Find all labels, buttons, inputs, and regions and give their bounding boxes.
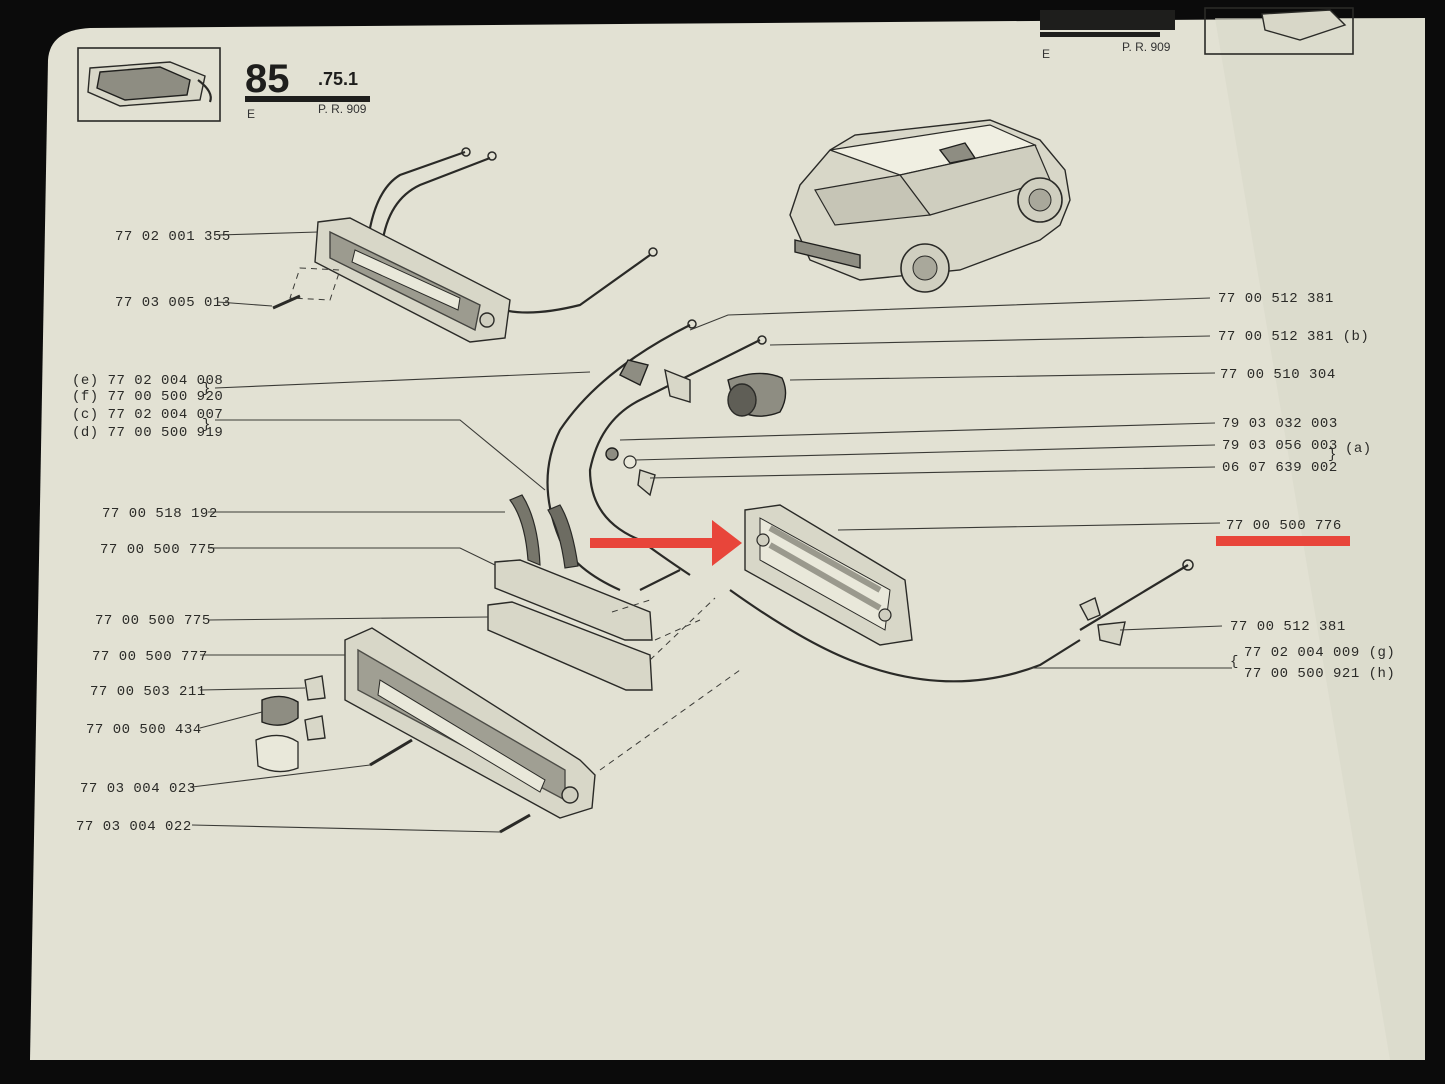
highlighted-switch-part (744, 504, 913, 646)
label-left-4: (f) 77 00 500 920 (72, 389, 223, 405)
right-cable (729, 559, 1194, 683)
upper-switch-assembly (272, 147, 658, 343)
label-right-5: 79 03 056 003 (1222, 438, 1338, 454)
label-left-1: 77 02 001 355 (115, 229, 231, 245)
header-underline-bar (245, 96, 370, 102)
header-code-e: E (247, 107, 255, 121)
header-right-code-pr: P. R. 909 (1122, 40, 1171, 54)
bracket-right-a: } (1328, 447, 1337, 463)
labels-left: 77 02 001 355 77 03 005 013 (e) 77 02 00… (72, 229, 231, 835)
label-left-11: 77 00 503 211 (90, 684, 206, 700)
label-right-7: 77 00 500 776 (1226, 518, 1342, 534)
bracket-left-ef: } (202, 381, 211, 397)
label-left-6: (d) 77 00 500 919 (72, 425, 223, 441)
label-left-8: 77 00 500 775 (100, 542, 216, 558)
leader-lines-left (191, 231, 591, 833)
label-left-2: 77 03 005 013 (115, 295, 231, 311)
label-right-4: 79 03 032 003 (1222, 416, 1338, 432)
label-right-10: 77 00 500 921 (h) (1244, 666, 1395, 682)
label-left-14: 77 03 004 022 (76, 819, 192, 835)
car-illustration (789, 119, 1071, 293)
header-thumbnail-frame (77, 47, 221, 122)
header-right-code-e: E (1042, 47, 1050, 61)
central-cables (546, 319, 787, 592)
label-left-12: 77 00 500 434 (86, 722, 202, 738)
header-right: E P. R. 909 (1040, 7, 1354, 61)
header-number-main: 85 (245, 57, 290, 101)
header-right-thumbnail-frame (1204, 7, 1354, 55)
label-left-13: 77 03 004 023 (80, 781, 196, 797)
highlight-arrow-icon (590, 520, 742, 566)
bracket-left-cd: } (202, 417, 211, 433)
header-left: 85 .75.1 E P. R. 909 (77, 47, 370, 122)
label-left-10: 77 00 500 777 (92, 649, 208, 665)
labels-right: 77 00 512 381 77 00 512 381 (b) 77 00 51… (1218, 291, 1395, 682)
highlight-underline (1216, 536, 1350, 546)
thumbnail-switch-icon (87, 61, 212, 107)
label-right-9: 77 02 004 009 (g) (1244, 645, 1395, 661)
header-right-underline (1040, 32, 1160, 37)
label-left-7: 77 00 518 192 (102, 506, 218, 522)
label-left-5: (c) 77 02 004 007 (72, 407, 223, 423)
header-right-number-block (1040, 10, 1175, 30)
label-right-1: 77 00 512 381 (1218, 291, 1334, 307)
header-right-thumbnail-icon (1261, 9, 1347, 41)
label-right-3: 77 00 510 304 (1220, 367, 1336, 383)
header-code-pr: P. R. 909 (318, 102, 367, 116)
label-right-group-a: (a) (1345, 441, 1372, 457)
label-right-8: 77 00 512 381 (1230, 619, 1346, 635)
bracket-right-gh: { (1230, 654, 1239, 670)
label-left-9: 77 00 500 775 (95, 613, 211, 629)
header-number-suffix: .75.1 (318, 69, 358, 89)
label-right-6: 06 07 639 002 (1222, 460, 1338, 476)
highlight-annotations (590, 520, 1350, 566)
leader-lines-right (619, 297, 1232, 669)
label-right-2: 77 00 512 381 (b) (1218, 329, 1369, 345)
label-left-3: (e) 77 02 004 008 (72, 373, 223, 389)
lower-switch-assembly (255, 494, 741, 834)
